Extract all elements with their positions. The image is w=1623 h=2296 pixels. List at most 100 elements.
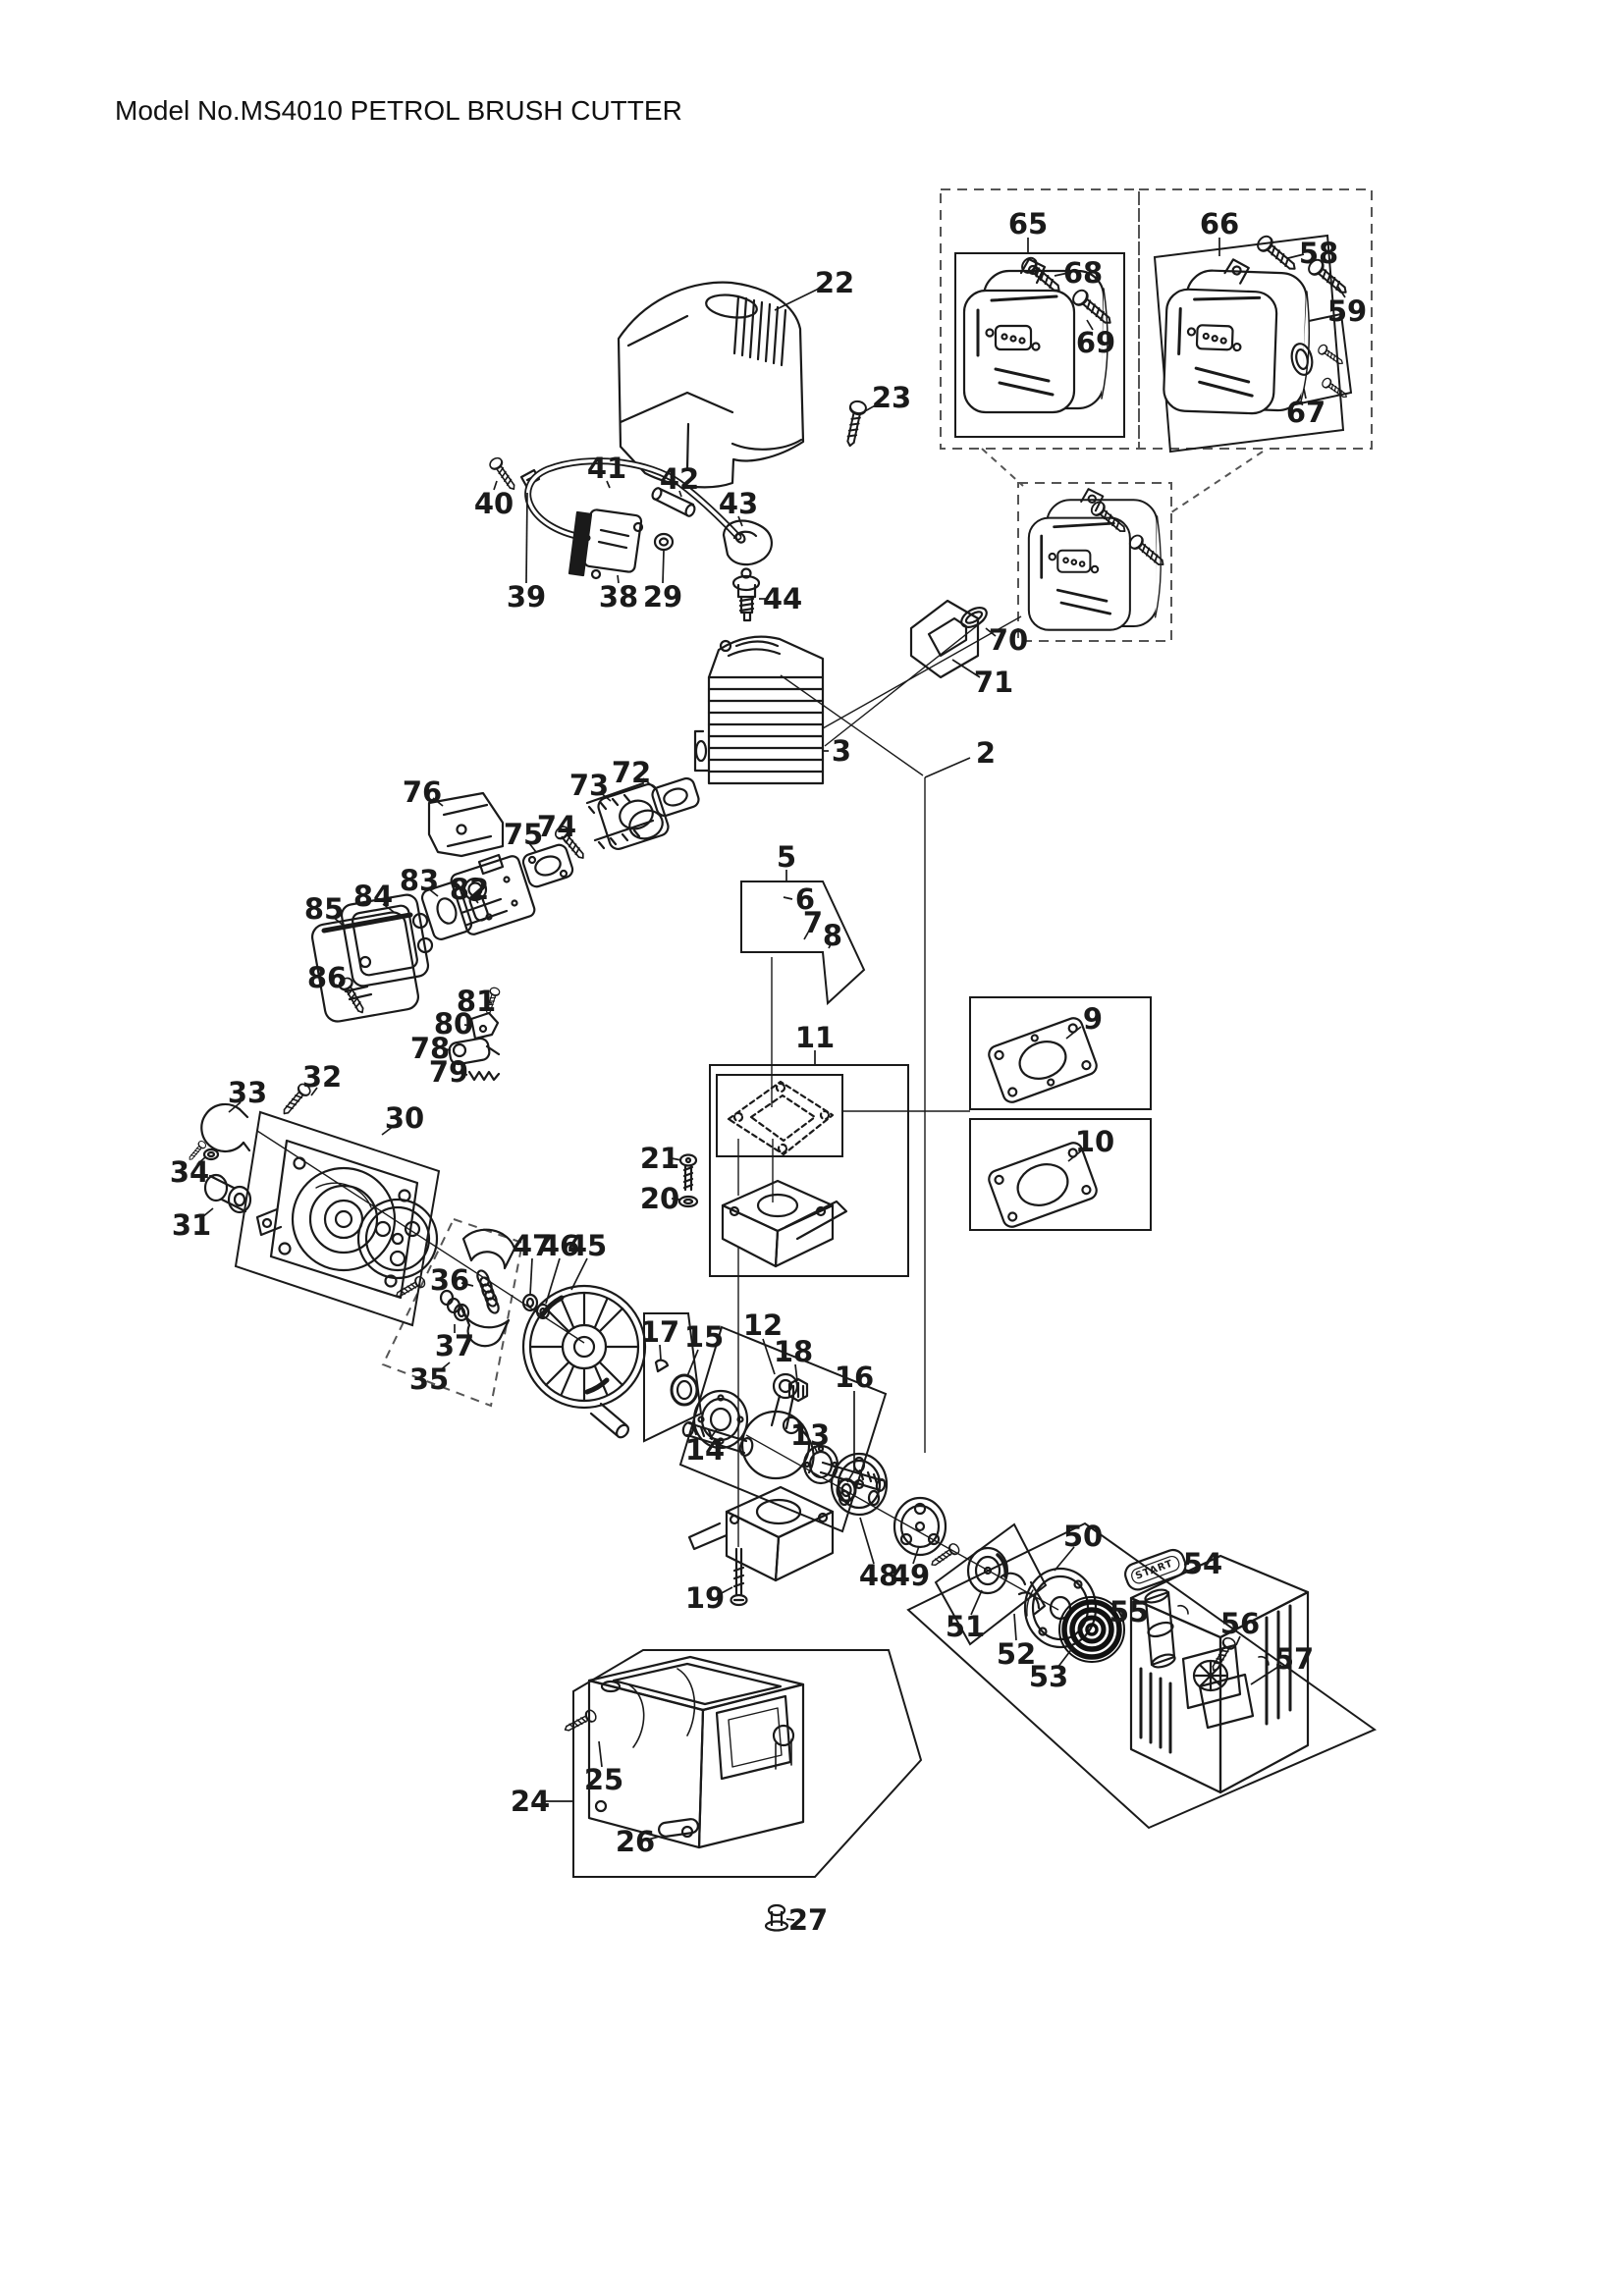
- callout-leader-2: [924, 757, 971, 778]
- callout-85: 85: [304, 892, 345, 927]
- callout-72: 72: [612, 756, 657, 790]
- part-number-76: 76: [403, 775, 442, 809]
- part-number-56: 56: [1220, 1607, 1260, 1640]
- callout-69: 69: [1076, 319, 1115, 359]
- muffler-66: [1162, 255, 1314, 417]
- frame-housing-30: [234, 1110, 441, 1327]
- part-number-9: 9: [1083, 1002, 1103, 1036]
- callout-38: 38: [599, 574, 638, 614]
- callout-leader-49: [912, 1545, 920, 1565]
- crankcase-lower: [687, 1485, 835, 1582]
- part-number-81: 81: [457, 985, 496, 1018]
- callout-leader-25: [598, 1740, 603, 1768]
- callout-leader-29: [662, 550, 665, 584]
- part-number-78: 78: [410, 1032, 450, 1065]
- part-number-70: 70: [989, 623, 1028, 657]
- part-number-8: 8: [823, 919, 842, 952]
- cylinder: [693, 635, 825, 785]
- part-number-32: 32: [302, 1060, 342, 1094]
- callout-81: 81: [457, 985, 496, 1018]
- part-number-42: 42: [660, 462, 699, 496]
- part-number-52: 52: [997, 1637, 1036, 1671]
- part-number-57: 57: [1274, 1642, 1314, 1676]
- starter-housing: [1129, 1554, 1310, 1794]
- callout-48: 48: [859, 1517, 898, 1592]
- callout-39: 39: [507, 492, 546, 614]
- part-number-15: 15: [684, 1320, 724, 1354]
- callout-leader-7: [803, 932, 809, 940]
- callout-25: 25: [584, 1740, 623, 1796]
- part-number-23: 23: [872, 381, 911, 414]
- callout-leader-67: [1303, 388, 1307, 400]
- exhaust-plate-71: [909, 599, 980, 679]
- callout-21: 21: [640, 1142, 682, 1175]
- callout-leader-59: [1336, 285, 1346, 298]
- part-number-74: 74: [537, 810, 576, 843]
- callout-31: 31: [172, 1207, 214, 1242]
- callout-leader-34: [196, 1156, 206, 1165]
- axis-lines: [256, 615, 1059, 1611]
- part-number-37: 37: [435, 1329, 474, 1362]
- callout-37: 37: [435, 1324, 474, 1362]
- screw-19: [730, 1547, 748, 1607]
- part-number-83: 83: [400, 864, 439, 897]
- callout-71: 71: [951, 659, 1013, 699]
- pipe-42: [651, 487, 696, 517]
- callout-leader-8: [828, 943, 832, 949]
- frame-gasket-10: [969, 1118, 1152, 1231]
- frame-65: [954, 252, 1125, 438]
- part-number-34: 34: [170, 1155, 209, 1189]
- frame-starter-50: [906, 1522, 1378, 1830]
- callout-34: 34: [170, 1155, 209, 1189]
- part-number-25: 25: [584, 1763, 623, 1796]
- callout-24: 24: [511, 1785, 572, 1818]
- part-number-29: 29: [643, 580, 682, 614]
- part-number-59: 59: [1327, 294, 1367, 328]
- part-number-86: 86: [307, 961, 347, 994]
- part-number-27: 27: [788, 1903, 828, 1937]
- callout-50: 50: [1054, 1520, 1103, 1572]
- callout-leader-31: [201, 1207, 214, 1218]
- callout-8: 8: [823, 919, 842, 952]
- cover-screw-23: [840, 399, 869, 449]
- callout-leader-27: [785, 1918, 795, 1921]
- callout-10: 10: [1067, 1125, 1114, 1162]
- callout-12: 12: [743, 1308, 783, 1375]
- clamp-33: [186, 1102, 251, 1163]
- starter-pawl-51: [966, 1546, 1009, 1595]
- part-number-46: 46: [540, 1229, 579, 1262]
- part-number-68: 68: [1063, 256, 1103, 290]
- callout-80: 80: [434, 1007, 473, 1041]
- pipe-82: [468, 892, 489, 922]
- bearing-14: [692, 1389, 749, 1450]
- part-number-73: 73: [569, 769, 609, 802]
- callout-49: 49: [891, 1545, 930, 1592]
- part-number-31: 31: [172, 1208, 211, 1242]
- callout-leader-55: [1139, 1611, 1148, 1614]
- callout-leader-13: [813, 1445, 819, 1455]
- callout-leader-71: [951, 659, 981, 678]
- oil-seal-16: [836, 1477, 857, 1503]
- choke-plate-83: [420, 881, 473, 940]
- callout-42: 42: [660, 462, 699, 498]
- frame-tank-24: [572, 1649, 923, 1878]
- clutch-drum-30b: [356, 1198, 439, 1280]
- part-number-13: 13: [790, 1418, 830, 1452]
- callout-leader-16: [846, 1391, 855, 1483]
- callout-78: 78: [410, 1032, 452, 1065]
- part-number-16: 16: [835, 1361, 874, 1394]
- part-number-22: 22: [815, 266, 854, 299]
- callout-23: 23: [862, 381, 911, 414]
- exhaust-gasket-70: [960, 607, 988, 628]
- part-number-48: 48: [859, 1559, 898, 1592]
- gasket-75: [521, 843, 574, 888]
- frame-crankcase-group: [709, 1064, 909, 1277]
- callout-leader-75: [528, 842, 537, 853]
- part-number-79: 79: [429, 1055, 468, 1089]
- part-number-12: 12: [743, 1308, 783, 1342]
- part-number-82: 82: [450, 873, 489, 906]
- callout-leader-56: [1235, 1635, 1241, 1646]
- callout-leader-38: [617, 574, 620, 584]
- callout-67: 67: [1286, 388, 1325, 429]
